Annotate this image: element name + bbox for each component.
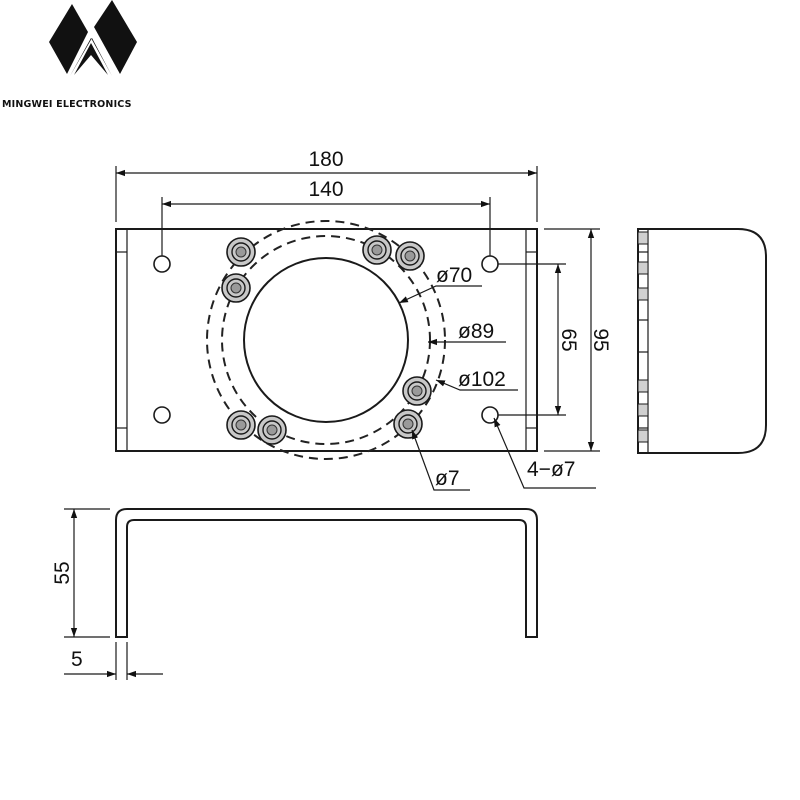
dim-label-4-dia7: 4−ø7	[527, 458, 575, 481]
bolt-hole	[393, 409, 423, 439]
leader-dia-70	[398, 285, 482, 304]
bolt-hole	[226, 237, 256, 267]
dim-label-5: 5	[71, 648, 83, 671]
mounting-hole	[481, 255, 499, 273]
side-view	[637, 228, 767, 454]
leader-mounting-holes	[493, 417, 596, 489]
dim-overall-height	[544, 228, 600, 452]
dim-thickness	[64, 642, 163, 680]
dim-label-140: 140	[308, 178, 343, 201]
dim-label-dia7: ø7	[435, 467, 460, 490]
bracket-profile	[115, 508, 538, 638]
dim-hole-spacing-height	[498, 263, 566, 416]
dim-label-180: 180	[308, 148, 343, 171]
mingwei-logo	[49, 0, 137, 76]
brand-name: MINGWEI ELECTRONICS	[2, 99, 132, 110]
dim-bracket-height	[64, 508, 110, 638]
plate-outline	[115, 228, 538, 452]
bolt-hole	[221, 273, 251, 303]
leader-bolt-dia	[411, 429, 470, 491]
bolt-hole	[226, 410, 256, 440]
leader-dia-102	[435, 379, 518, 391]
bolt-hole	[362, 235, 392, 265]
dim-overall-width	[115, 166, 538, 222]
dim-label-dia70: ø70	[436, 264, 472, 287]
dim-label-dia89: ø89	[458, 320, 494, 343]
mounting-hole	[153, 255, 171, 273]
center-bore	[243, 257, 409, 423]
dim-label-55: 55	[51, 561, 74, 584]
bolt-hole	[257, 415, 287, 445]
bolt-hole	[395, 241, 425, 271]
dim-label-95: 95	[589, 328, 612, 351]
mounting-hole	[153, 406, 171, 424]
dim-hole-spacing-width	[161, 197, 491, 256]
dim-label-dia102: ø102	[458, 368, 506, 391]
pcd-102-circle	[206, 220, 446, 460]
bolt-hole	[402, 376, 432, 406]
dim-label-65: 65	[557, 328, 580, 351]
